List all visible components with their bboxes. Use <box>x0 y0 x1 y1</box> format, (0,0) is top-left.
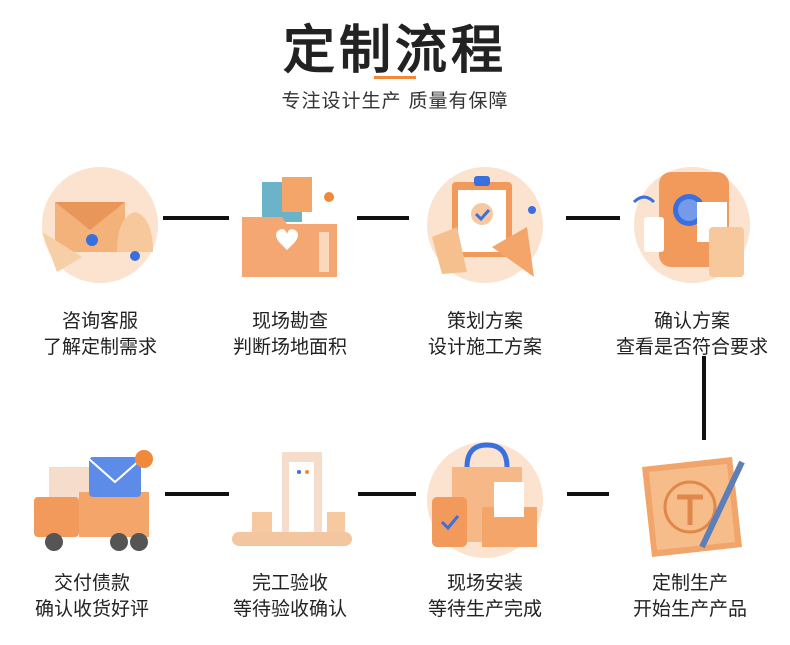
envelope-bell-icon <box>37 162 163 288</box>
connector-4-5 <box>702 356 706 440</box>
step-title: 策划方案 <box>446 310 523 332</box>
step-title: 定制生产 <box>651 572 728 594</box>
connector-3-4 <box>566 216 620 220</box>
step-description: 判断场地面积 <box>232 336 347 358</box>
step-description: 等待验收确认 <box>232 598 347 620</box>
step-description: 等待生产完成 <box>427 598 542 620</box>
page-title: 定制流程 <box>282 21 507 81</box>
payment-terminal-icon <box>629 162 755 288</box>
blueprint-pen-icon <box>627 437 753 563</box>
step-title: 完工验收 <box>251 572 328 594</box>
connector-5-6 <box>567 492 609 496</box>
delivery-truck-icon <box>29 437 155 563</box>
step-description: 开始生产产品 <box>632 598 747 620</box>
step-title: 咨询客服 <box>61 310 138 332</box>
step-title: 现场勘查 <box>251 310 328 332</box>
connector-6-7 <box>358 492 416 496</box>
title-underline <box>374 76 416 79</box>
conveyor-box-icon <box>227 437 353 563</box>
page-subtitle: 专注设计生产 质量有保障 <box>281 90 509 112</box>
step-title: 交付债款 <box>53 572 130 594</box>
folder-icon <box>227 162 353 288</box>
connector-7-8 <box>165 492 229 496</box>
connector-2-3 <box>357 216 409 220</box>
shopping-bag-box-icon <box>422 437 548 563</box>
connector-1-2 <box>163 216 229 220</box>
step-title: 现场安装 <box>446 572 523 594</box>
step-description: 设计施工方案 <box>427 336 542 358</box>
clipboard-megaphone-icon <box>422 162 548 288</box>
step-description: 查看是否符合要求 <box>615 336 768 358</box>
step-title: 确认方案 <box>653 310 730 332</box>
step-description: 确认收货好评 <box>34 598 149 620</box>
step-description: 了解定制需求 <box>42 336 157 358</box>
